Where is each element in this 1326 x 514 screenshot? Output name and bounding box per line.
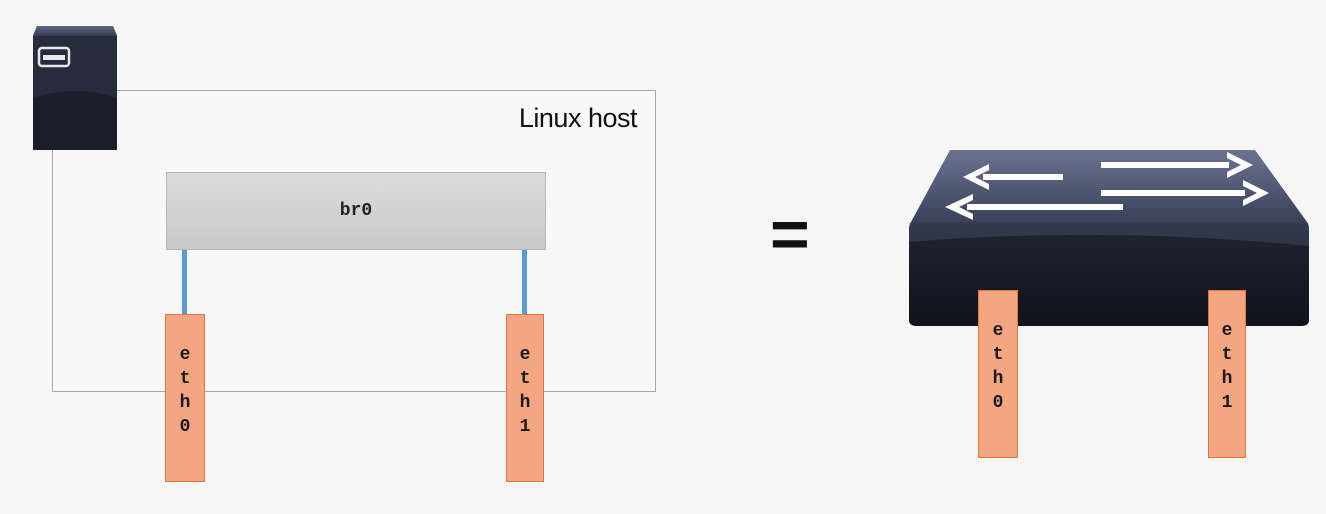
port-char: e <box>1221 321 1233 341</box>
port-char: t <box>992 345 1004 365</box>
switch-arrows <box>945 152 1269 220</box>
port-char: t <box>179 369 191 389</box>
port-char: 0 <box>992 393 1004 413</box>
switch-port-eth0: e t h 0 <box>978 290 1018 458</box>
host-port-eth1: e t h 1 <box>506 314 544 482</box>
link-eth1 <box>522 250 527 316</box>
linux-host-label: Linux host <box>518 103 638 133</box>
switch-port-eth1: e t h 1 <box>1208 290 1246 458</box>
port-char: h <box>1221 369 1233 389</box>
network-switch-icon <box>909 150 1309 326</box>
host-port-eth0: e t h 0 <box>165 314 205 482</box>
bridge-br0: br0 <box>166 172 546 250</box>
port-char: 0 <box>179 417 191 437</box>
port-char: h <box>992 369 1004 389</box>
port-char: h <box>519 393 531 413</box>
equals-sign: = <box>770 196 810 272</box>
server-icon <box>33 26 117 150</box>
port-char: t <box>1221 345 1233 365</box>
port-char: 1 <box>519 417 531 437</box>
port-char: t <box>519 369 531 389</box>
port-char: e <box>992 321 1004 341</box>
port-char: h <box>179 393 191 413</box>
port-char: e <box>179 345 191 365</box>
link-eth0 <box>182 250 187 316</box>
port-char: 1 <box>1221 393 1233 413</box>
port-char: e <box>519 345 531 365</box>
bridge-label: br0 <box>339 201 373 221</box>
